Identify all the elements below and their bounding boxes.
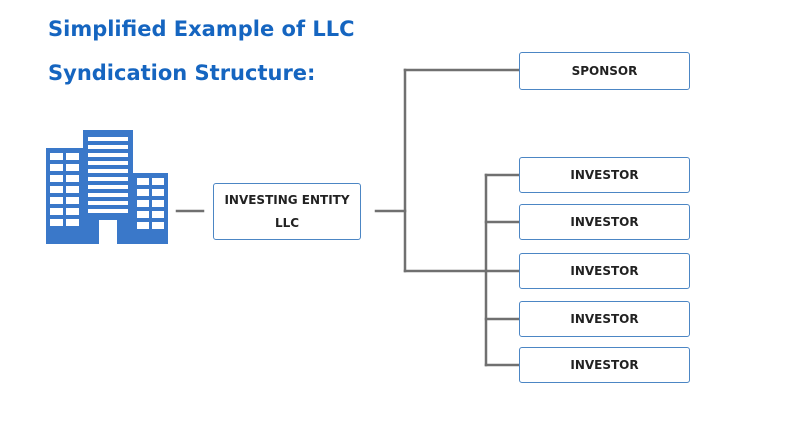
sponsor-label: SPONSOR	[571, 64, 638, 78]
office-buildings-icon	[46, 130, 168, 244]
investor-node: INVESTOR	[519, 204, 690, 240]
investor-node: INVESTOR	[519, 253, 690, 289]
entity-label-line-1: INVESTING ENTITY	[224, 192, 350, 207]
entity-label-line-2: LLC	[274, 215, 300, 230]
investor-label: INVESTOR	[570, 312, 639, 326]
investor-label: INVESTOR	[570, 168, 639, 182]
investor-label: INVESTOR	[570, 264, 639, 278]
investor-node: INVESTOR	[519, 301, 690, 337]
investing-entity-node: INVESTING ENTITY LLC	[213, 183, 361, 240]
investor-node: INVESTOR	[519, 157, 690, 193]
page-title-line-2: Syndication Structure:	[48, 61, 316, 85]
investor-label: INVESTOR	[570, 215, 639, 229]
sponsor-node: SPONSOR	[519, 52, 690, 90]
investor-node: INVESTOR	[519, 347, 690, 383]
investor-label: INVESTOR	[570, 358, 639, 372]
page-title-line-1: Simplified Example of LLC	[48, 17, 355, 41]
